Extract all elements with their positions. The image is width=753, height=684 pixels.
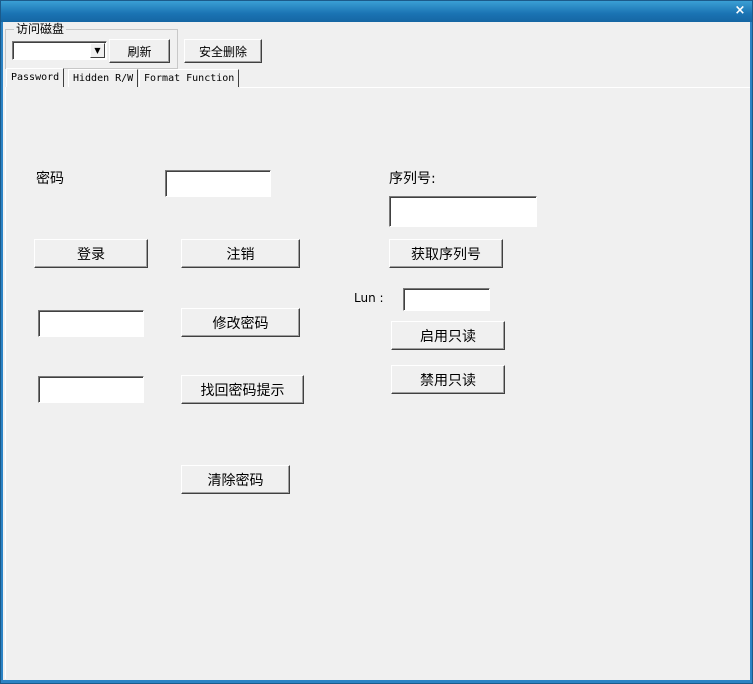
window-frame-right bbox=[750, 22, 752, 683]
new-password-field[interactable] bbox=[38, 310, 144, 337]
tab-hidden-rw[interactable]: Hidden R/W bbox=[68, 69, 139, 87]
new-password-input[interactable] bbox=[39, 311, 143, 336]
tab-password[interactable]: Password bbox=[6, 68, 65, 87]
retrieve-hint-button[interactable]: 找回密码提示 bbox=[181, 375, 304, 404]
close-icon[interactable]: × bbox=[734, 3, 746, 18]
password-tab-panel bbox=[5, 87, 749, 679]
password-hint-field[interactable] bbox=[38, 376, 144, 403]
change-password-button[interactable]: 修改密码 bbox=[181, 308, 300, 337]
password-label: 密码 bbox=[36, 171, 64, 187]
secure-delete-button[interactable]: 安全删除 bbox=[184, 39, 262, 63]
password-field[interactable] bbox=[165, 170, 271, 197]
enable-readonly-button[interactable]: 启用只读 bbox=[391, 321, 505, 350]
lun-label: Lun : bbox=[354, 291, 384, 305]
title-bar[interactable]: × bbox=[1, 1, 752, 22]
password-hint-input[interactable] bbox=[39, 377, 143, 402]
tab-divider bbox=[240, 87, 750, 88]
login-button[interactable]: 登录 bbox=[34, 239, 148, 268]
disk-access-group: 访问磁盘 bbox=[5, 22, 178, 69]
tab-format-function[interactable]: Format Function bbox=[139, 69, 240, 87]
window-frame-bottom bbox=[1, 680, 752, 683]
lun-field[interactable] bbox=[403, 288, 490, 311]
serial-input[interactable] bbox=[390, 197, 536, 226]
logout-button[interactable]: 注销 bbox=[181, 239, 300, 268]
disable-readonly-button[interactable]: 禁用只读 bbox=[391, 365, 505, 394]
clear-password-button[interactable]: 清除密码 bbox=[181, 465, 290, 494]
window-frame-left bbox=[1, 22, 3, 683]
chevron-down-icon[interactable]: ▼ bbox=[90, 43, 105, 58]
password-input[interactable] bbox=[166, 171, 270, 196]
get-serial-button[interactable]: 获取序列号 bbox=[389, 239, 503, 268]
serial-field[interactable] bbox=[389, 196, 537, 227]
disk-select[interactable]: ▼ bbox=[12, 41, 107, 60]
refresh-button[interactable]: 刷新 bbox=[109, 39, 170, 63]
disk-access-legend: 访问磁盘 bbox=[14, 22, 67, 36]
lun-input[interactable] bbox=[404, 289, 489, 310]
serial-label: 序列号: bbox=[389, 171, 436, 187]
